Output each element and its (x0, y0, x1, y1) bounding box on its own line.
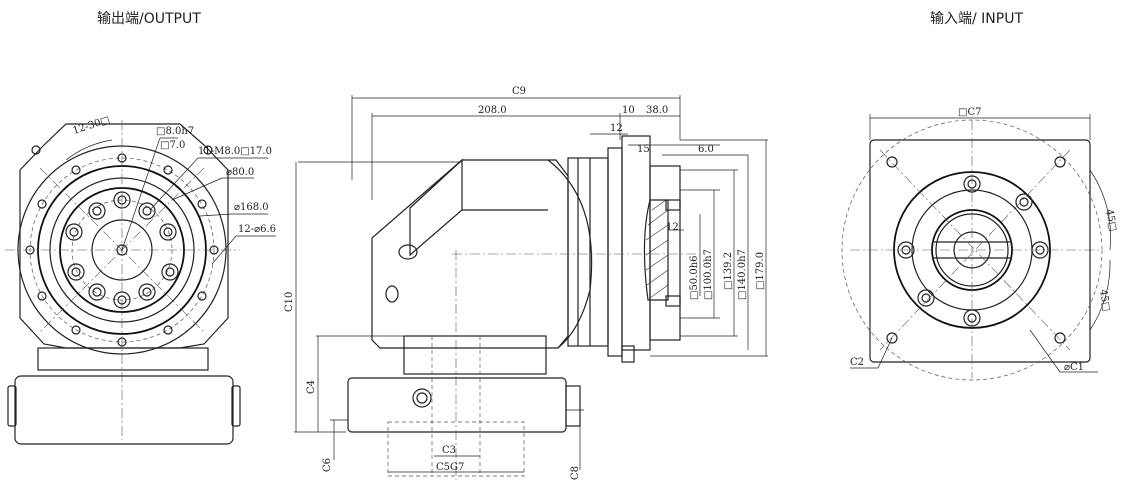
side-view: C9 208.0 10 38.0 12 15 6.0 (284, 86, 768, 480)
oil-plug (398, 244, 418, 260)
input-view-title: 输入端/ INPUT (930, 11, 1024, 27)
label-c5: C5G7 (436, 462, 464, 473)
label-key-width: □8.0h7 (156, 126, 194, 137)
label-dia-140: □140.0h7 (737, 249, 748, 300)
label-c8: C8 (570, 466, 581, 480)
label-dim-6: 6.0 (698, 144, 714, 155)
label-dim-10: 10 (622, 105, 635, 116)
label-dia-179: □179.0 (755, 252, 766, 290)
label-dim-12a: 12 (610, 123, 623, 134)
output-corner-hole (31, 145, 41, 155)
label-dim-38: 38.0 (646, 105, 668, 116)
label-pcd-80: ⌀80.0 (226, 167, 254, 178)
output-base-plate (37, 347, 209, 371)
label-c3: C3 (442, 445, 456, 456)
label-holes: 12-⌀6.6 (238, 224, 276, 235)
label-dim-208: 208.0 (478, 105, 507, 116)
label-dim-15: 15 (637, 144, 650, 155)
output-adapter (403, 335, 547, 375)
label-dia-100: □100.0h7 (703, 249, 714, 300)
input-flange-square (869, 139, 1091, 363)
input-corner-hole (1054, 332, 1066, 344)
label-angle-45a: 45□ (1103, 208, 1118, 232)
output-view-title: 输出端/OUTPUT (97, 11, 201, 27)
label-c9: C9 (512, 86, 526, 97)
label-c6: C6 (322, 458, 333, 472)
label-dim-12b: 12 (666, 222, 679, 233)
section-hatch (643, 199, 669, 301)
label-angle-45b: 45□ (1097, 289, 1112, 313)
output-base-body (14, 375, 234, 445)
output-view: 12-30□ □8.0h7 □7.0 11-M8.0□17.0 ⌀80.0 ⌀1… (5, 115, 276, 445)
label-dia-50: □50.0h6 (689, 255, 700, 300)
label-dia-139: □139.2 (723, 252, 734, 290)
label-c1: ⌀C1 (1064, 362, 1084, 373)
output-corner-hole (203, 145, 213, 155)
input-view: □C7 45□ 45□ C2 ⌀C (841, 107, 1118, 381)
side-bolt (412, 388, 432, 408)
label-c10: C10 (284, 292, 295, 312)
input-corner-hole (886, 332, 898, 344)
input-corner-hole (1054, 156, 1066, 168)
label-c4: C4 (306, 380, 317, 394)
label-c7: □C7 (958, 107, 981, 118)
label-pcd-168: ⌀168.0 (234, 202, 269, 213)
label-c2: C2 (850, 357, 864, 368)
label-bolt-angle: 12-30□ (72, 115, 112, 137)
label-thread: 11-M8.0□17.0 (198, 146, 272, 157)
side-base-body (347, 377, 567, 433)
label-key-height: □7.0 (160, 140, 185, 151)
input-corner-hole (886, 156, 898, 168)
output-flange-outline (19, 123, 229, 349)
